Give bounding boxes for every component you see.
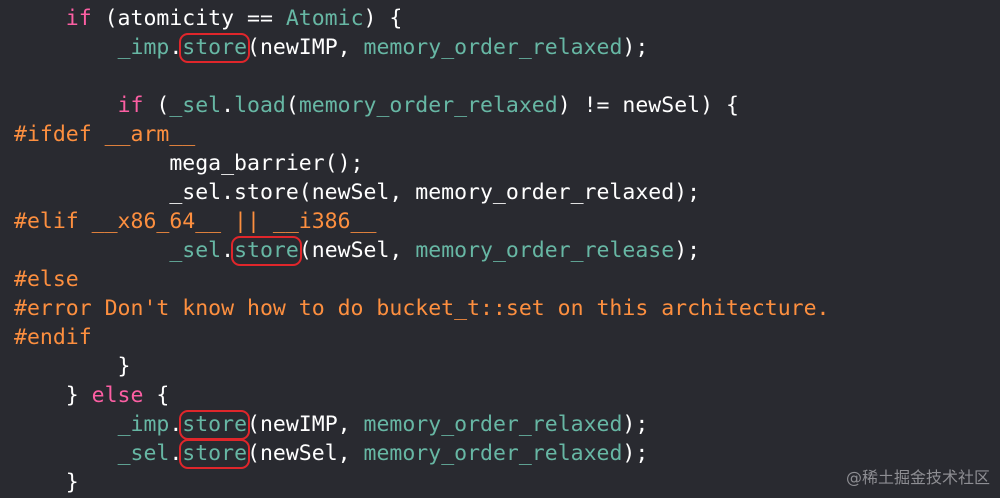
code-token: ( bbox=[285, 93, 299, 118]
code-line: #ifdef __arm__ bbox=[14, 120, 195, 149]
code-token: ( bbox=[143, 93, 170, 118]
code-token: #error Don't know how to do bucket_t::se… bbox=[14, 296, 830, 321]
code-token: . bbox=[221, 93, 235, 118]
code-token bbox=[14, 441, 118, 466]
code-token: memory_order_relaxed bbox=[363, 35, 623, 60]
code-token: . bbox=[221, 238, 235, 263]
code-token: _sel.store(newSel, memory_order_relaxed)… bbox=[14, 180, 701, 205]
code-token: (newSel, bbox=[298, 238, 416, 263]
code-token: ); bbox=[622, 35, 649, 60]
code-token: else bbox=[91, 383, 144, 408]
code-line: if (_sel.load(memory_order_relaxed) != n… bbox=[14, 91, 739, 120]
code-token: } bbox=[14, 383, 92, 408]
code-line: _sel.store(newSel, memory_order_release)… bbox=[14, 236, 701, 266]
code-line: #else bbox=[14, 265, 79, 294]
code-token: #elif __x86_64__ || __i386__ bbox=[14, 209, 377, 234]
code-token: . bbox=[169, 35, 183, 60]
code-token: (newSel, bbox=[247, 441, 364, 466]
code-token: ) != newSel) { bbox=[557, 93, 739, 118]
code-token: memory_order_relaxed bbox=[363, 412, 623, 437]
code-token: memory_order_relaxed bbox=[298, 93, 558, 118]
highlighted-store-token: store bbox=[179, 33, 251, 63]
highlighted-store-token: store bbox=[231, 236, 302, 266]
highlighted-store-token: store bbox=[179, 439, 251, 469]
code-token bbox=[14, 238, 169, 263]
code-line: mega_barrier(); bbox=[14, 149, 364, 178]
code-token: . bbox=[169, 441, 183, 466]
code-token: ); bbox=[622, 412, 649, 437]
code-line: _sel.store(newSel, memory_order_relaxed)… bbox=[14, 178, 700, 207]
code-token: ); bbox=[622, 441, 649, 466]
code-token bbox=[14, 412, 118, 437]
code-token bbox=[14, 6, 66, 31]
code-line: if (atomicity == Atomic) { bbox=[14, 4, 403, 33]
code-token: if bbox=[65, 6, 92, 31]
watermark: @稀土掘金技术社区 bbox=[845, 468, 990, 487]
code-line: #endif bbox=[14, 323, 92, 352]
code-line: _sel.store(newSel, memory_order_relaxed)… bbox=[14, 439, 649, 469]
code-line: #elif __x86_64__ || __i386__ bbox=[14, 207, 376, 236]
code-token: #else bbox=[14, 267, 79, 292]
code-line: } bbox=[14, 352, 131, 381]
code-line: } bbox=[14, 468, 79, 497]
code-token: load bbox=[234, 93, 286, 118]
code-token: mega_barrier(); bbox=[14, 151, 364, 176]
code-token: if bbox=[117, 93, 144, 118]
code-line: _imp.store(newIMP, memory_order_relaxed)… bbox=[14, 410, 649, 440]
code-token: } bbox=[14, 354, 131, 379]
code-token: memory_order_relaxed bbox=[363, 441, 623, 466]
code-token: { bbox=[143, 383, 170, 408]
code-token: #endif bbox=[14, 325, 92, 350]
code-line: } else { bbox=[14, 381, 170, 410]
code-line: _imp.store(newIMP, memory_order_relaxed)… bbox=[14, 33, 649, 63]
code-token: (newIMP, bbox=[247, 412, 364, 437]
code-token bbox=[14, 35, 118, 60]
code-token: _imp bbox=[117, 412, 170, 437]
code-token: _sel bbox=[169, 93, 222, 118]
code-token: } bbox=[14, 470, 79, 495]
code-token: Atomic bbox=[285, 6, 364, 31]
code-token: ); bbox=[674, 238, 701, 263]
code-token: (newIMP, bbox=[247, 35, 364, 60]
code-token bbox=[14, 93, 118, 118]
code-token: #ifdef __arm__ bbox=[14, 122, 196, 147]
code-token: (atomicity == bbox=[91, 6, 286, 31]
code-token: . bbox=[169, 412, 183, 437]
highlighted-store-token: store bbox=[179, 410, 251, 440]
code-token: memory_order_release bbox=[415, 238, 675, 263]
code-line: #error Don't know how to do bucket_t::se… bbox=[14, 294, 829, 323]
code-token: _sel bbox=[117, 441, 170, 466]
code-line bbox=[14, 62, 27, 91]
code-token: ) { bbox=[363, 6, 403, 31]
code-token: _imp bbox=[117, 35, 170, 60]
code-token: _sel bbox=[169, 238, 222, 263]
